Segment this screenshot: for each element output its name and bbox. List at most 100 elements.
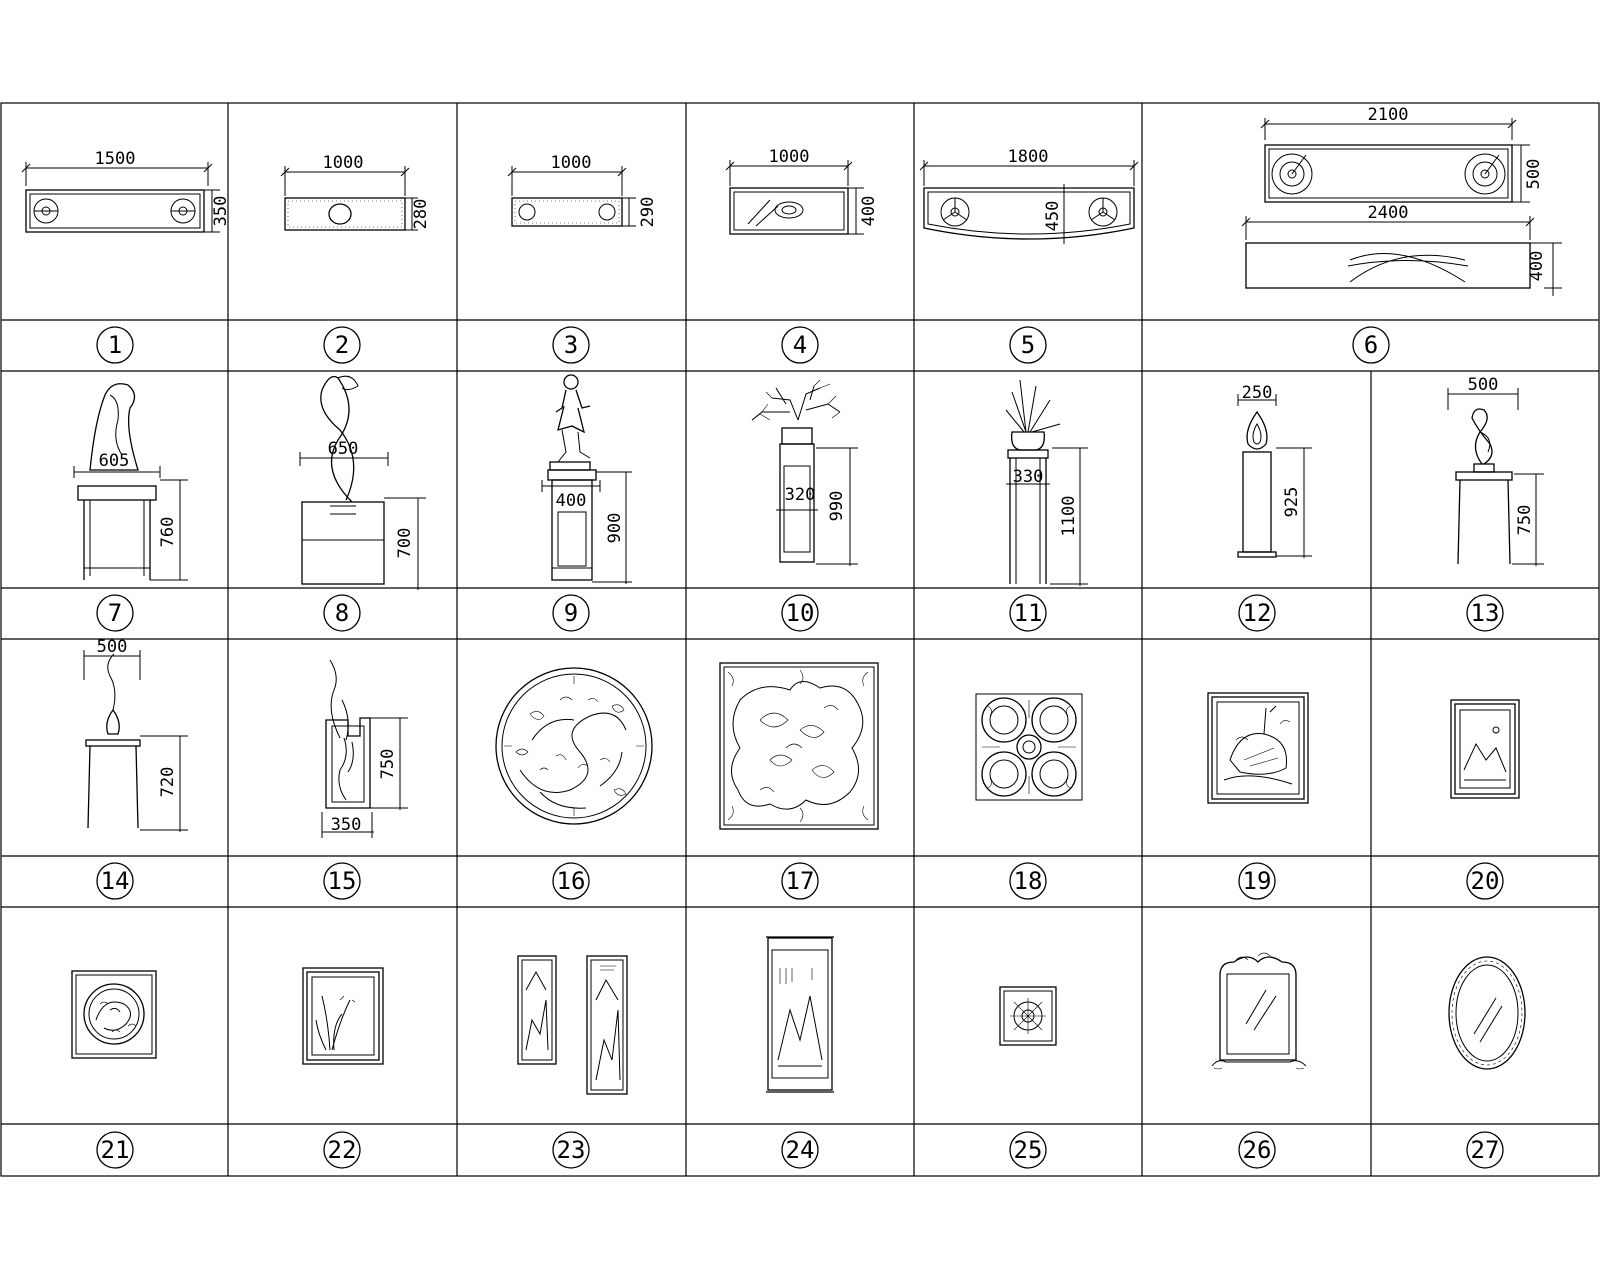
item-number-1: 1 [96, 326, 134, 364]
svg-text:27: 27 [1471, 1136, 1500, 1164]
item-8-width-dim: 650 [328, 439, 359, 459]
item-number-17: 17 [781, 862, 819, 900]
item-11-elevation: 330 1100 [1005, 379, 1088, 586]
svg-text:16: 16 [557, 867, 586, 895]
item-2-plan: 1000 280 [280, 153, 431, 231]
sheet-grid [0, 102, 1600, 1177]
item-14-width-dim: 500 [97, 637, 128, 657]
item-3-plan: 1000 290 [507, 153, 658, 228]
svg-text:24: 24 [786, 1136, 815, 1164]
item-6-bottom-width-dim: 2400 [1368, 203, 1409, 223]
item-number-5: 5 [1009, 326, 1047, 364]
item-number-9: 9 [552, 594, 590, 632]
item-number-13: 13 [1466, 594, 1504, 632]
item-number-22: 22 [323, 1131, 361, 1169]
svg-text:8: 8 [335, 599, 349, 627]
item-8-height-dim: 700 [395, 528, 415, 559]
item-13-width-dim: 500 [1468, 375, 1499, 395]
item-11-width-dim: 330 [1013, 467, 1044, 487]
svg-text:20: 20 [1471, 867, 1500, 895]
svg-text:15: 15 [328, 867, 357, 895]
item-19-framed-painting [1207, 692, 1309, 804]
item-number-19: 19 [1238, 862, 1276, 900]
item-8-elevation: 650 700 [299, 375, 426, 590]
item-number-3: 3 [552, 326, 590, 364]
item-1-plan: 1500 350 [21, 149, 231, 233]
item-25-small-framed-ornament [999, 986, 1057, 1046]
svg-text:17: 17 [786, 867, 815, 895]
item-number-23: 23 [552, 1131, 590, 1169]
svg-text:1: 1 [108, 331, 122, 359]
item-10-height-dim: 990 [827, 491, 847, 522]
svg-text:7: 7 [108, 599, 122, 627]
item-14-height-dim: 720 [158, 767, 178, 798]
item-number-labels: 1 2 3 4 5 6 7 8 9 10 11 12 13 14 15 16 1… [96, 326, 1504, 1169]
item-number-14: 14 [96, 862, 134, 900]
svg-text:3: 3 [564, 331, 578, 359]
item-number-8: 8 [323, 594, 361, 632]
item-14-elevation: 500 720 [83, 637, 188, 832]
item-3-width-dim: 1000 [551, 153, 592, 173]
item-27-oval-mirror [1448, 956, 1526, 1070]
svg-text:13: 13 [1471, 599, 1500, 627]
item-16-round-carved-panel [495, 667, 653, 825]
svg-text:9: 9 [564, 599, 578, 627]
item-number-27: 27 [1466, 1131, 1504, 1169]
item-17-square-carved-panel [719, 662, 879, 830]
item-1-width-dim: 1500 [95, 149, 136, 169]
svg-text:21: 21 [101, 1136, 130, 1164]
item-6-top-width-dim: 2100 [1368, 105, 1409, 125]
item-number-21: 21 [96, 1131, 134, 1169]
item-2-width-dim: 1000 [323, 153, 364, 173]
item-12-width-dim: 250 [1242, 383, 1273, 403]
item-number-12: 12 [1238, 594, 1276, 632]
item-5-width-dim: 1800 [1008, 147, 1049, 167]
svg-text:5: 5 [1021, 331, 1035, 359]
svg-text:22: 22 [328, 1136, 357, 1164]
item-number-15: 15 [323, 862, 361, 900]
item-10-width-dim: 320 [785, 485, 816, 505]
item-number-10: 10 [781, 594, 819, 632]
svg-text:25: 25 [1014, 1136, 1043, 1164]
item-number-11: 11 [1009, 594, 1047, 632]
item-6-plan: 2100 500 2400 400 [1241, 105, 1562, 296]
item-number-2: 2 [323, 326, 361, 364]
item-22-framed-orchid [302, 967, 384, 1065]
item-7-height-dim: 760 [158, 517, 178, 548]
svg-text:14: 14 [101, 867, 130, 895]
item-number-18: 18 [1009, 862, 1047, 900]
svg-text:26: 26 [1243, 1136, 1272, 1164]
item-26-ornate-mirror [1211, 952, 1307, 1070]
svg-text:18: 18 [1014, 867, 1043, 895]
item-3-depth-dim: 290 [638, 197, 658, 228]
item-15-height-dim: 750 [378, 749, 398, 780]
svg-text:19: 19 [1243, 867, 1272, 895]
item-18-quatrefoil-ornament [975, 693, 1083, 801]
item-9-height-dim: 900 [605, 513, 625, 544]
svg-text:23: 23 [557, 1136, 586, 1164]
item-number-20: 20 [1466, 862, 1504, 900]
item-21-framed-medallion [71, 970, 157, 1059]
item-4-plan: 1000 400 [725, 147, 879, 235]
item-4-depth-dim: 400 [859, 196, 879, 227]
item-5-plan: 1800 450 [919, 147, 1139, 244]
svg-text:6: 6 [1364, 331, 1378, 359]
item-number-26: 26 [1238, 1131, 1276, 1169]
item-6-top-depth-dim: 500 [1524, 159, 1544, 190]
item-7-width-dim: 605 [99, 451, 130, 471]
item-9-elevation: 400 900 [541, 374, 632, 584]
item-number-25: 25 [1009, 1131, 1047, 1169]
item-number-24: 24 [781, 1131, 819, 1169]
svg-text:12: 12 [1243, 599, 1272, 627]
item-10-elevation: 320 990 [751, 379, 858, 566]
svg-text:2: 2 [335, 331, 349, 359]
item-11-height-dim: 1100 [1059, 496, 1079, 537]
item-6-bottom-depth-dim: 400 [1527, 251, 1547, 282]
item-1-depth-dim: 350 [211, 196, 231, 227]
svg-text:10: 10 [786, 599, 815, 627]
item-5-depth-dim: 450 [1043, 201, 1063, 232]
item-number-7: 7 [96, 594, 134, 632]
item-20-framed-landscape [1450, 699, 1520, 799]
item-9-width-dim: 400 [556, 491, 587, 511]
